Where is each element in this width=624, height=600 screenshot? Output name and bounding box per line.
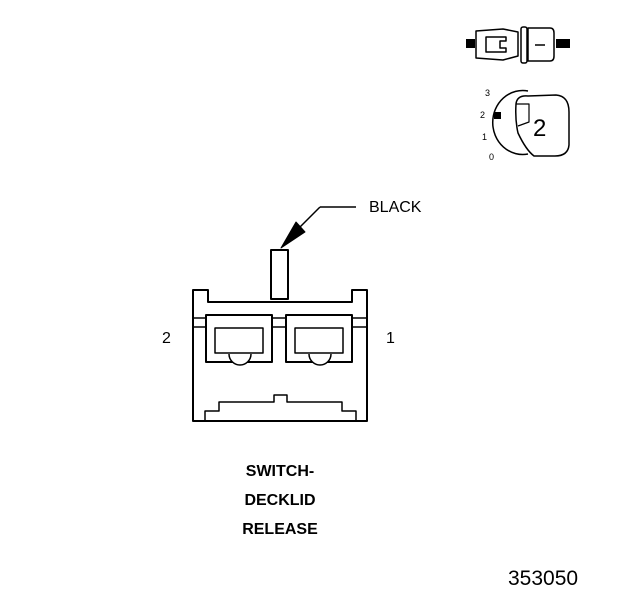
connector-plug-body xyxy=(475,28,519,61)
connector-outline xyxy=(192,289,368,422)
position-mark-1: 1 xyxy=(482,132,488,142)
cavity-pin-2 xyxy=(205,314,273,366)
component-title-line-3: RELEASE xyxy=(242,521,318,538)
connector-number-label: 2 xyxy=(533,115,547,142)
position-mark-2: 2 xyxy=(480,110,486,120)
pin-label-right: 1 xyxy=(386,330,395,347)
connector-seal xyxy=(520,26,528,64)
wire-color-label: BLACK xyxy=(369,199,422,216)
figure-number: 353050 xyxy=(508,567,579,590)
view-indicator-icon xyxy=(491,89,570,157)
position-marker xyxy=(494,112,501,119)
terminal-stub-left xyxy=(466,39,475,48)
connector-body xyxy=(192,289,368,422)
leader-arrowhead xyxy=(280,221,306,249)
plug-terminal-outline xyxy=(485,36,507,53)
pin-label-left: 2 xyxy=(162,330,171,347)
view-circle-arc xyxy=(491,89,529,156)
component-title-line-1: SWITCH- xyxy=(245,463,315,480)
connector-base-key xyxy=(204,394,357,421)
position-mark-0: 0 xyxy=(489,152,495,162)
terminal-stub-right xyxy=(556,39,570,48)
component-title-line-2: DECKLID xyxy=(244,492,316,509)
wire-leader xyxy=(280,206,356,249)
cavity-pin-1 xyxy=(285,314,353,366)
keyed-housing-shape xyxy=(515,94,570,157)
wire-lead xyxy=(270,249,289,300)
position-mark-3: 3 xyxy=(485,88,491,98)
connector-housing-body xyxy=(527,27,555,62)
connector-view-icon xyxy=(466,26,570,64)
